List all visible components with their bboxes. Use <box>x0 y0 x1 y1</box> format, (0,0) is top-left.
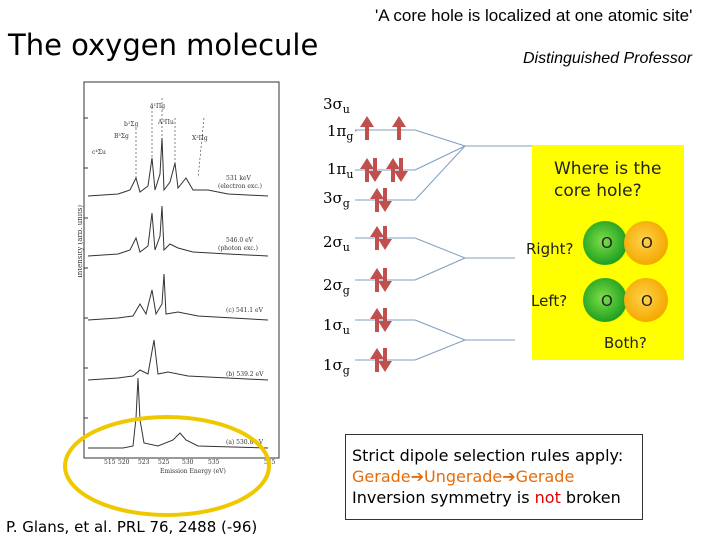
left-label: Left? <box>531 292 568 310</box>
arrow-right-icon: ➔ <box>410 467 425 486</box>
svg-text:515: 515 <box>104 459 116 466</box>
panel-question: Where is the core hole? <box>554 159 662 201</box>
rules-line-1: Strict dipole selection rules apply: <box>352 446 624 465</box>
orbital-label-1su: 1σu <box>323 316 350 337</box>
orbital-label-1pu: 1πu <box>327 160 354 181</box>
atom-label: O <box>601 234 613 252</box>
svg-text:Intensity (arb. units): Intensity (arb. units) <box>78 205 84 278</box>
atom-label: O <box>641 234 653 252</box>
quote-text: 'A core hole is localized at one atomic … <box>375 6 693 25</box>
orbital-label-2su: 2σu <box>323 233 350 254</box>
svg-text:(c) 541.1 eV: (c) 541.1 eV <box>226 307 264 314</box>
atom-left-orange <box>624 278 668 322</box>
svg-text:(b) 539.2 eV: (b) 539.2 eV <box>226 371 264 378</box>
svg-text:b¹Σg: b¹Σg <box>124 121 138 128</box>
svg-text:525: 525 <box>158 459 170 466</box>
rules-line-2: Gerade➔Ungerade➔Gerade <box>352 467 575 486</box>
svg-text:(electron exc.): (electron exc.) <box>218 183 262 190</box>
svg-text:A³Πu: A³Πu <box>157 119 174 126</box>
atom-right-green <box>583 221 627 265</box>
arrow-right-icon: ➔ <box>502 467 516 486</box>
atom-left-green <box>583 278 627 322</box>
highlight-ellipse <box>63 415 271 517</box>
rules-line-3: Inversion symmetry is not broken <box>352 488 621 507</box>
svg-text:X²Πg: X²Πg <box>192 135 208 142</box>
right-label: Right? <box>526 240 574 258</box>
svg-text:523: 523 <box>138 459 150 466</box>
orbital-label-2sg: 2σg <box>323 276 350 297</box>
orbital-label-1sg: 1σg <box>323 356 350 377</box>
orbital-label-3sg: 3σg <box>323 189 350 210</box>
atom-label: O <box>601 292 613 310</box>
slide-title: The oxygen molecule <box>8 28 319 62</box>
svg-text:Emission Energy (eV): Emission Energy (eV) <box>160 468 226 475</box>
svg-text:535: 535 <box>208 459 220 466</box>
svg-text:(photon exc.): (photon exc.) <box>218 245 258 252</box>
orbital-label-1pg: 1πg <box>327 122 354 143</box>
svg-text:531 keV: 531 keV <box>226 175 252 182</box>
citation-text: P. Glans, et al. PRL 76, 2488 (-96) <box>6 518 258 536</box>
atom-label: O <box>641 292 653 310</box>
mo-diagram <box>355 114 535 374</box>
svg-text:c⁴Σu: c⁴Σu <box>92 149 106 156</box>
svg-text:B³Σg: B³Σg <box>114 133 129 140</box>
subtitle-text: Distinguished Professor <box>523 50 692 67</box>
emission-spectrum-figure: a¹Πg b¹Σg A³Πu B³Σg c⁴Σu X²Πg 531 keV (e… <box>78 81 280 475</box>
svg-text:(a) 530.8 eV: (a) 530.8 eV <box>226 439 264 446</box>
both-label: Both? <box>604 334 647 352</box>
svg-text:530: 530 <box>182 459 194 466</box>
atom-right-orange <box>624 221 668 265</box>
svg-text:520: 520 <box>118 459 130 466</box>
svg-text:a¹Πg: a¹Πg <box>150 103 165 110</box>
selection-rules-box: Strict dipole selection rules apply: Ger… <box>345 434 643 520</box>
svg-text:546.0 eV: 546.0 eV <box>226 237 254 244</box>
orbital-label-3su: 3σu <box>323 95 350 116</box>
